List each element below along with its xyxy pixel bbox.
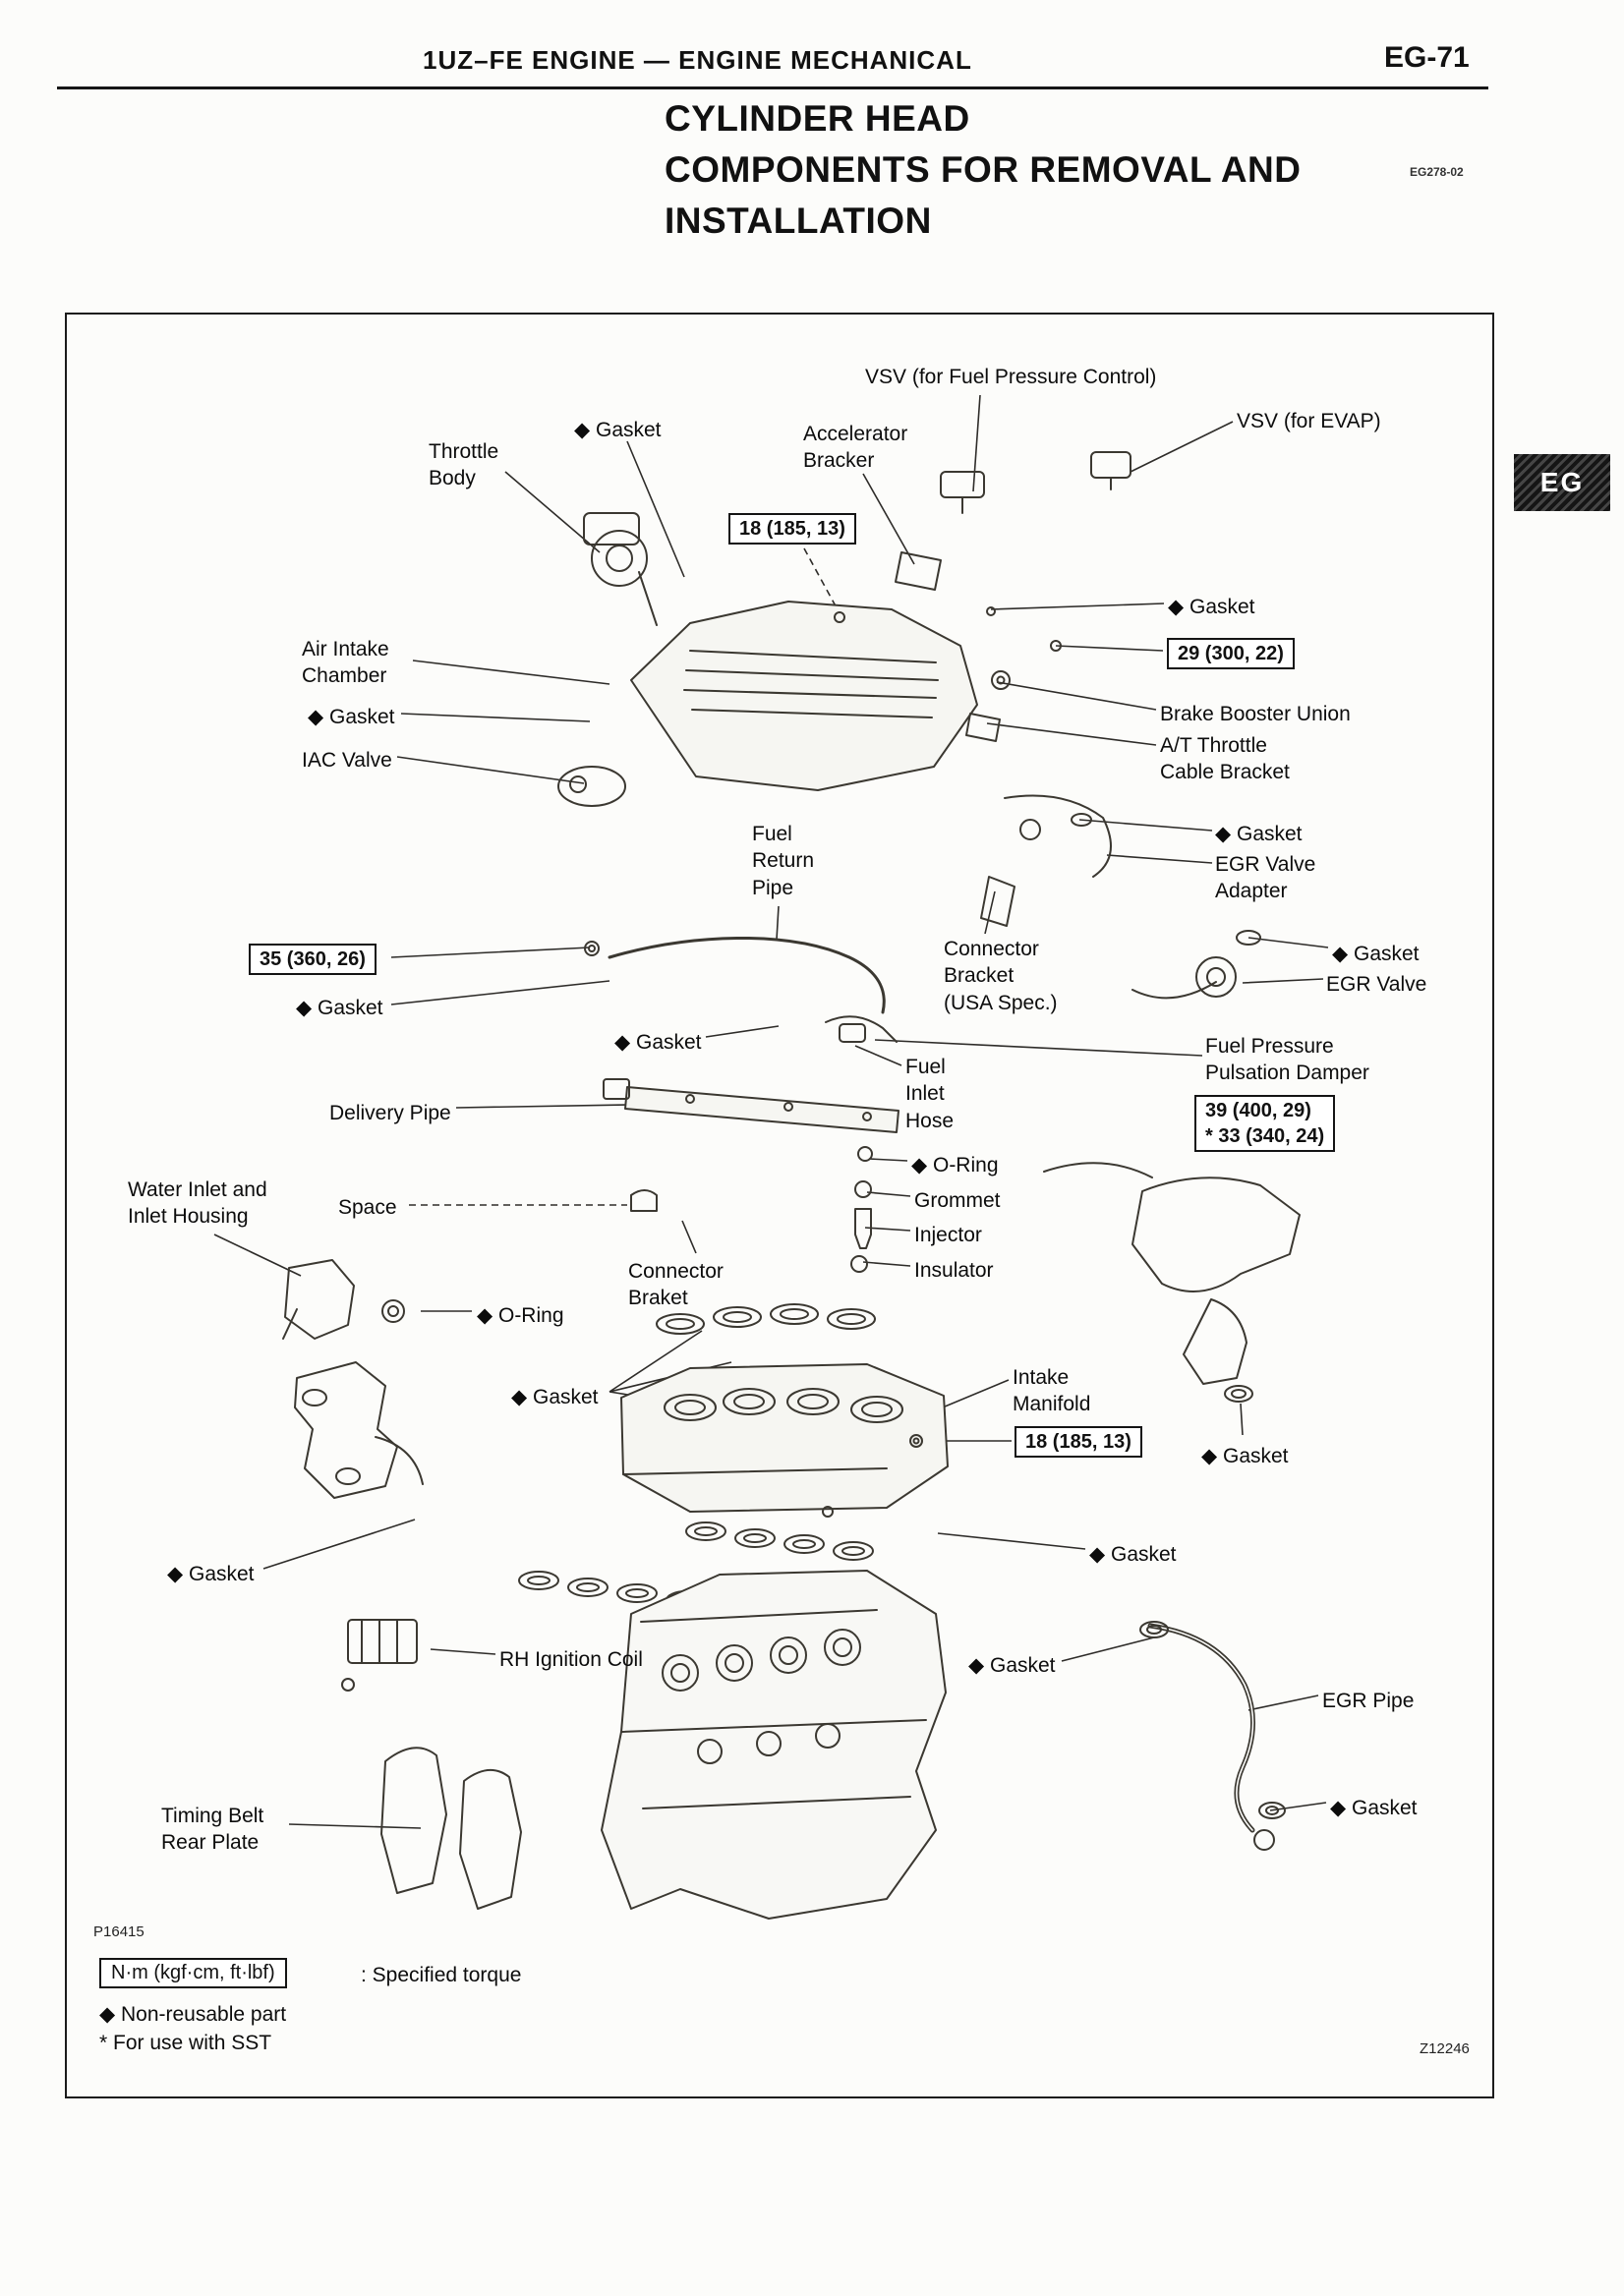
label-egr-pipe: EGR Pipe xyxy=(1322,1690,1415,1712)
engine-diagram-art xyxy=(213,394,1329,1920)
legend-torque-text: : Specified torque xyxy=(361,1964,522,1986)
legend-torque-box: N·m (kgf·cm, ft·lbf) xyxy=(99,1958,287,1988)
label-timing-belt-rear-plate: Timing Belt Rear Plate xyxy=(161,1805,264,1855)
label-injector: Injector xyxy=(914,1224,982,1246)
label-at-throttle-cable-bracket: A/T Throttle Cable Bracket xyxy=(1160,734,1290,784)
label-air-intake-chamber: Air Intake Chamber xyxy=(302,638,389,688)
torque-spec-35: 35 (360, 26) xyxy=(249,944,377,975)
torque-spec-18b: 18 (185, 13) xyxy=(1015,1426,1142,1458)
section-title-line3: INSTALLATION xyxy=(665,201,932,241)
label-gasket: ◆ Gasket xyxy=(308,706,395,728)
figure-code: P16415 xyxy=(93,1923,145,1940)
label-gasket: ◆ Gasket xyxy=(296,997,383,1019)
legend-sst: * For use with SST xyxy=(99,2032,272,2054)
label-gasket: ◆ Gasket xyxy=(167,1563,255,1585)
label-o-ring: ◆ O-Ring xyxy=(911,1154,999,1177)
label-gasket: ◆ Gasket xyxy=(1215,823,1303,845)
label-vsv-fuel-pressure: VSV (for Fuel Pressure Control) xyxy=(865,366,1157,388)
label-gasket: ◆ Gasket xyxy=(614,1031,702,1054)
exploded-diagram: VSV (for Fuel Pressure Control) VSV (for… xyxy=(65,313,1494,2098)
label-connector-bracket-usa: Connector Bracket (USA Spec.) xyxy=(944,938,1058,1014)
label-insulator: Insulator xyxy=(914,1259,994,1282)
engine-art xyxy=(282,451,1301,1920)
exhaust-gaskets-art xyxy=(518,1521,874,1610)
label-gasket: ◆ Gasket xyxy=(1332,943,1420,965)
label-o-ring: ◆ O-Ring xyxy=(477,1304,564,1327)
label-fuel-inlet-hose: Fuel Inlet Hose xyxy=(905,1056,955,1132)
label-accelerator-bracket: Accelerator Bracker xyxy=(803,423,908,473)
label-spacer: Space xyxy=(338,1196,397,1219)
label-vsv-evap: VSV (for EVAP) xyxy=(1237,410,1381,432)
label-iac-valve: IAC Valve xyxy=(302,749,392,772)
label-fuel-return-pipe: Fuel Return Pipe xyxy=(752,823,815,899)
torque-spec-29: 29 (300, 22) xyxy=(1167,638,1295,669)
label-gasket: ◆ Gasket xyxy=(968,1654,1056,1677)
label-brake-booster-union: Brake Booster Union xyxy=(1160,703,1351,725)
plate-code: Z12246 xyxy=(1420,2040,1470,2057)
label-egr-valve: EGR Valve xyxy=(1326,973,1427,996)
label-egr-valve-adapter: EGR Valve Adapter xyxy=(1215,853,1316,903)
label-gasket: ◆ Gasket xyxy=(574,419,662,441)
label-water-inlet-housing: Water Inlet and Inlet Housing xyxy=(128,1178,267,1229)
label-gasket: ◆ Gasket xyxy=(1330,1797,1418,1819)
header-rule xyxy=(57,86,1488,89)
label-gasket: ◆ Gasket xyxy=(1168,596,1255,618)
section-code: EG278-02 xyxy=(1410,165,1464,179)
label-rh-ignition-coil: RH Ignition Coil xyxy=(499,1648,643,1671)
section-title-line2: COMPONENTS FOR REMOVAL AND xyxy=(665,149,1302,190)
label-gasket: ◆ Gasket xyxy=(1089,1543,1177,1566)
label-intake-manifold: Intake Manifold xyxy=(1013,1366,1091,1416)
section-tab-eg: EG xyxy=(1514,454,1610,511)
label-grommet: Grommet xyxy=(914,1189,1001,1212)
label-gasket: ◆ Gasket xyxy=(1201,1445,1289,1467)
torque-spec-18: 18 (185, 13) xyxy=(728,513,856,545)
page-header-title: 1UZ–FE ENGINE — ENGINE MECHANICAL xyxy=(423,45,972,75)
label-connector-bracket: Connector Braket xyxy=(628,1260,724,1310)
torque-spec-39-33: 39 (400, 29) * 33 (340, 24) xyxy=(1194,1095,1336,1152)
label-delivery-pipe: Delivery Pipe xyxy=(329,1102,451,1124)
label-fuel-pressure-pulsation-damper: Fuel Pressure Pulsation Damper xyxy=(1205,1035,1369,1085)
air-intake-chamber-art xyxy=(630,601,978,791)
engine-block-art xyxy=(601,1570,947,1920)
page-number: EG-71 xyxy=(1384,41,1470,74)
label-throttle-body: Throttle Body xyxy=(429,440,499,490)
legend-non-reusable: ◆ Non-reusable part xyxy=(99,2003,287,2026)
section-title-line1: CYLINDER HEAD xyxy=(665,98,970,139)
label-gasket: ◆ Gasket xyxy=(511,1386,599,1408)
intake-manifold-art xyxy=(620,1363,949,1513)
intake-gaskets-art xyxy=(656,1303,876,1335)
